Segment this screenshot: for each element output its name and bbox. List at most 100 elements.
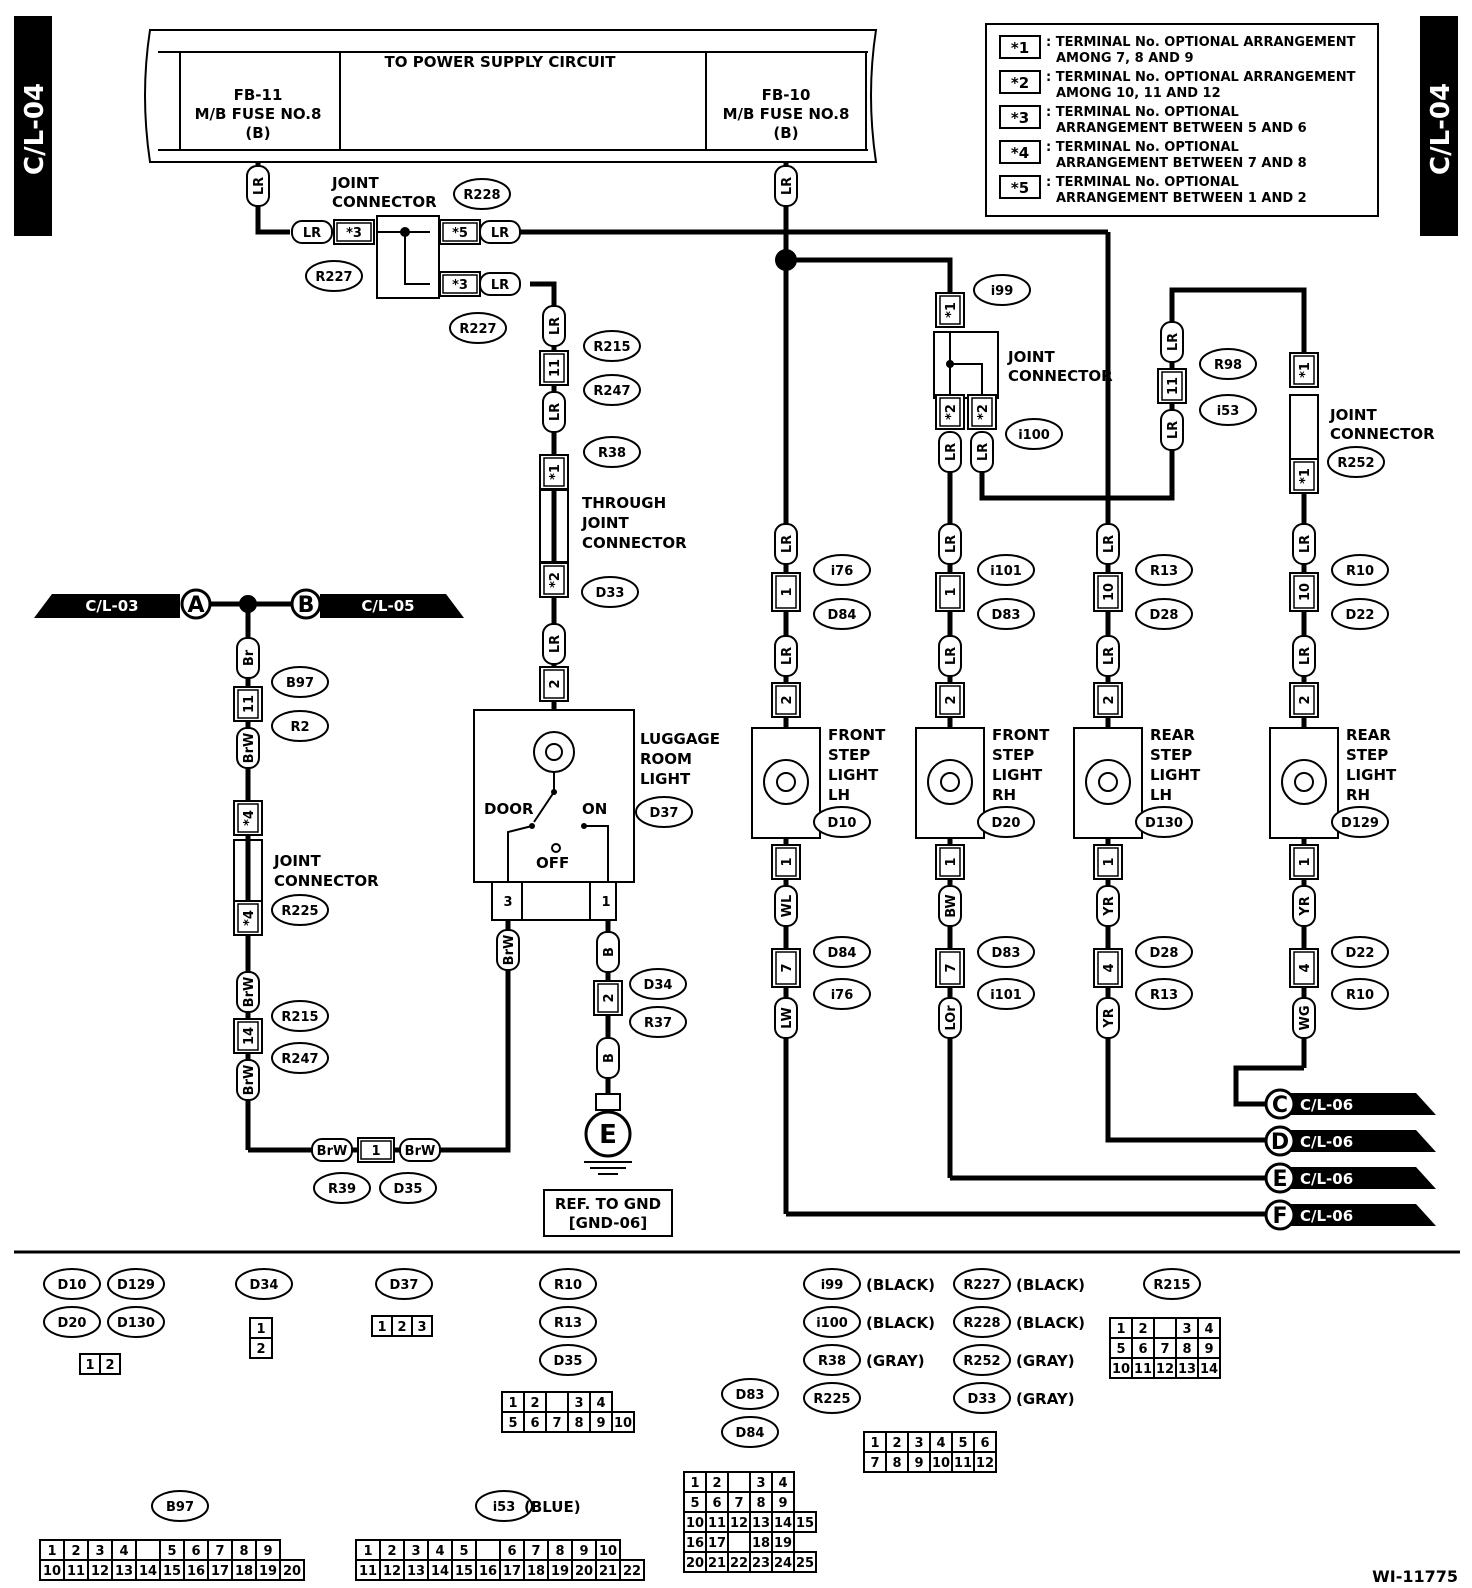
legend-text: ARRANGEMENT BETWEEN 7 AND 8 — [1056, 156, 1307, 171]
pin-number: 11 — [359, 1564, 377, 1579]
pin-number: 6 — [712, 1496, 721, 1511]
connector-color: (BLACK) — [1016, 1276, 1085, 1294]
legend-text: : TERMINAL No. OPTIONAL — [1046, 105, 1239, 120]
step-light-label: LH — [1150, 786, 1172, 804]
pin-number: 13 — [752, 1516, 770, 1531]
wire-tag — [774, 997, 798, 1039]
connector-ref-label: R10 — [1346, 564, 1374, 579]
pin-number: 7 — [1160, 1342, 1169, 1357]
luggage-label-2: ROOM — [640, 750, 692, 768]
pin-number: 11 — [67, 1564, 85, 1579]
page-tag-right: C/L-04 — [1420, 16, 1458, 236]
connector-ref-label: R98 — [1214, 358, 1242, 373]
wire-tag — [1096, 523, 1120, 565]
step-light-label: RH — [1346, 786, 1370, 804]
i53-color: (BLUE) — [524, 1498, 581, 1516]
wire-tag-label: LR — [780, 535, 795, 553]
connector-ref-label: D37 — [650, 806, 679, 821]
pin-number: 15 — [796, 1516, 814, 1531]
pin-cell — [793, 1551, 817, 1573]
connector-ref — [539, 1268, 597, 1300]
pin-number: 6 — [530, 1416, 539, 1431]
svg-text:E: E — [599, 1120, 617, 1150]
pin-number: 2 — [256, 1342, 265, 1357]
step-light-label: STEP — [992, 746, 1034, 764]
pin-label: 7 — [944, 963, 959, 972]
pin-number: 14 — [1200, 1362, 1218, 1377]
pin-number: 16 — [187, 1564, 205, 1579]
off-label: OFF — [536, 854, 569, 872]
wire-tag-label: BrW — [242, 1065, 257, 1096]
pin-number: 2 — [387, 1544, 396, 1559]
wire-tag — [1292, 523, 1316, 565]
connector-ref-label: D129 — [117, 1278, 155, 1293]
pin-number: 15 — [455, 1564, 473, 1579]
connector-ref — [1331, 554, 1389, 586]
pin-number: 20 — [575, 1564, 593, 1579]
joint-connector-i99: JOINT CONNECTOR — [933, 331, 1113, 399]
wire-tag-label: YR — [1102, 1008, 1117, 1028]
pin-number: 5 — [167, 1544, 176, 1559]
wires — [196, 162, 1307, 1217]
wire-tag — [774, 165, 798, 207]
connector-color: (GRAY) — [1016, 1352, 1075, 1370]
pin-cell — [279, 1559, 305, 1581]
pin-number: 11 — [708, 1516, 726, 1531]
legend-key: *2 — [1011, 74, 1029, 92]
connector-ref-label: R39 — [328, 1182, 356, 1197]
pin-number: 3 — [1182, 1322, 1191, 1337]
pin-number: 6 — [507, 1544, 516, 1559]
connector-ref — [629, 1006, 687, 1038]
connector-ref — [803, 1344, 861, 1376]
legend-text: : TERMINAL No. OPTIONAL — [1046, 175, 1239, 190]
splice-dot-ab — [239, 595, 257, 613]
door-label: DOOR — [484, 800, 534, 818]
wire-tag-label: LR — [1166, 333, 1181, 351]
connector-ref — [721, 1416, 779, 1448]
pin-label: 2 — [1102, 695, 1117, 704]
pin-label: *2 — [976, 404, 991, 420]
pin-number: 4 — [435, 1544, 444, 1559]
connector-ref — [977, 978, 1035, 1010]
connector-ref — [721, 1378, 779, 1410]
pin-number: 7 — [215, 1544, 224, 1559]
step-light-label: LH — [828, 786, 850, 804]
legend-key: *4 — [1011, 144, 1029, 162]
connector-ref-label: R38 — [598, 446, 626, 461]
step-light-label: LIGHT — [1346, 766, 1397, 784]
connector-ref — [375, 1268, 433, 1300]
legend-text: AMONG 7, 8 AND 9 — [1056, 51, 1194, 66]
figure-id: WI-11775 — [1372, 1567, 1458, 1586]
pin-number: 1 — [508, 1396, 517, 1411]
connector-ref-label: D34 — [644, 978, 673, 993]
legend-key-box — [999, 105, 1041, 129]
through-label-2: JOINT — [581, 514, 629, 532]
connector-ref-label: i101 — [990, 988, 1022, 1003]
pin-number: 8 — [239, 1544, 248, 1559]
svg-text:A: A — [187, 593, 204, 618]
pin-number: 9 — [596, 1416, 605, 1431]
connector-ref — [629, 968, 687, 1000]
pin-number: 19 — [259, 1564, 277, 1579]
wire-tag-label: BrW — [242, 733, 257, 764]
connector-ref-label: D34 — [250, 1278, 279, 1293]
connector-ref-label: D35 — [554, 1354, 583, 1369]
pin-number: 10 — [686, 1516, 704, 1531]
connector-ref — [313, 1172, 371, 1204]
pin-cell — [1153, 1317, 1177, 1339]
connector-ref-label: R228 — [463, 188, 500, 203]
connector-ref — [977, 806, 1035, 838]
connector-color: (GRAY) — [866, 1352, 925, 1370]
connector-ref — [813, 806, 871, 838]
connector-ref — [581, 576, 639, 608]
wire-tag-label: Br — [242, 649, 257, 666]
connector-ref-label: R247 — [281, 1052, 318, 1067]
pin-number: 17 — [211, 1564, 229, 1579]
wire-tag-label: LR — [548, 403, 563, 421]
legend-text: ARRANGEMENT BETWEEN 5 AND 6 — [1056, 121, 1307, 136]
luggage-label-1: LUGGAGE — [640, 730, 720, 748]
pin-number: 20 — [283, 1564, 301, 1579]
pin-number: 2 — [397, 1320, 406, 1335]
connector-ref — [1331, 806, 1389, 838]
step-light-label: STEP — [828, 746, 870, 764]
